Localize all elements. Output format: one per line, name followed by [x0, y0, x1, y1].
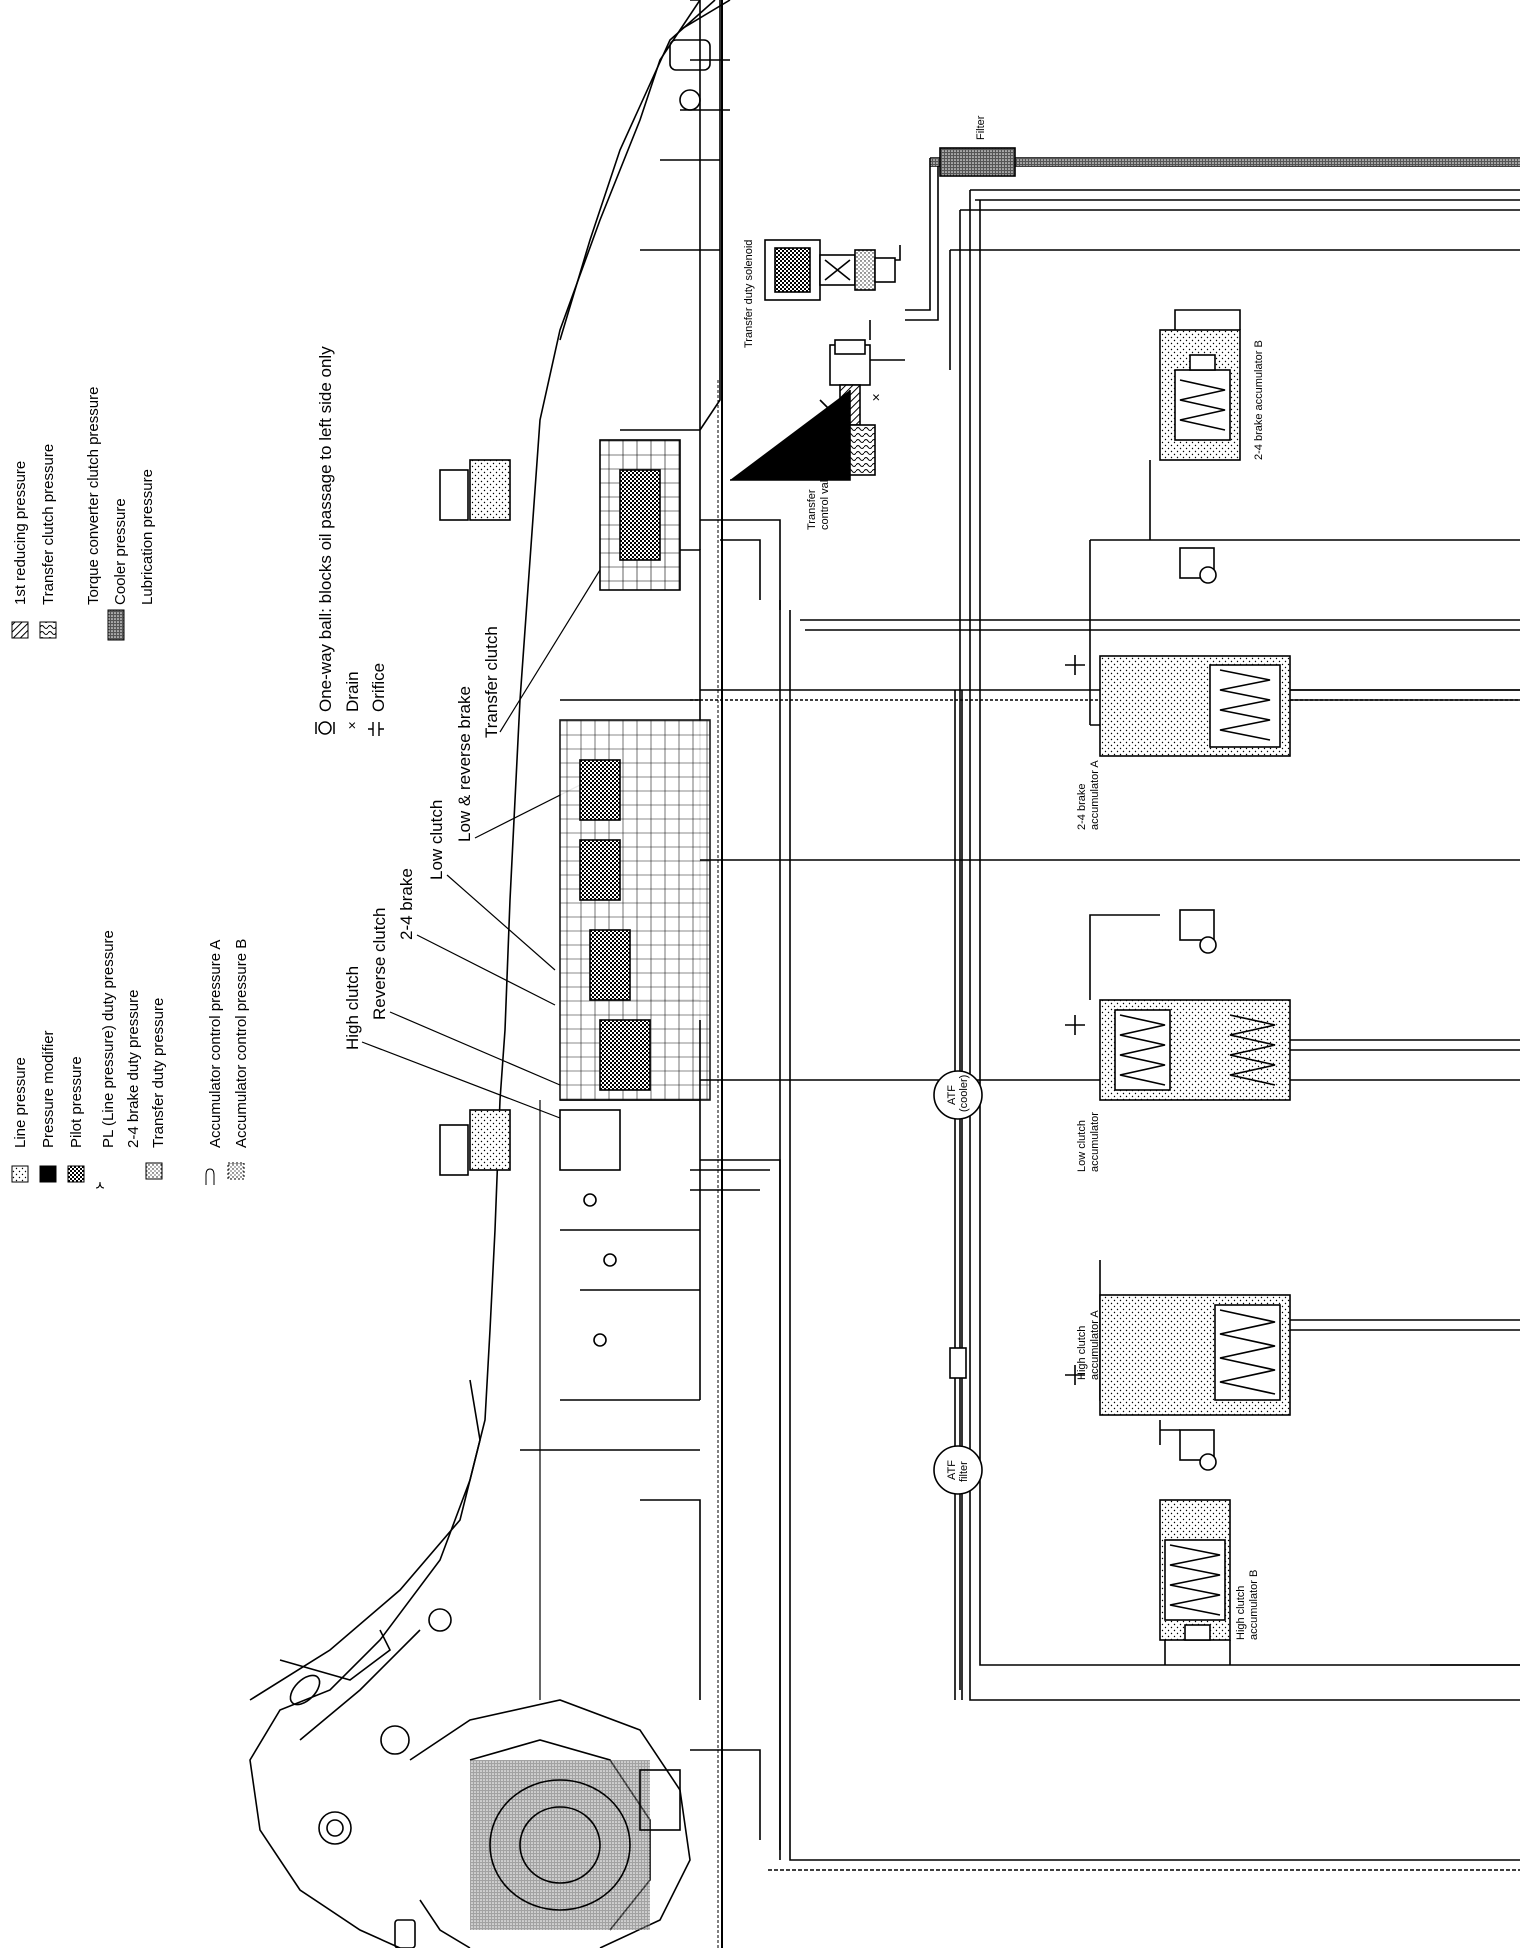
swatch-pl-duty-pressure	[145, 1162, 163, 1180]
atf-filter-icon	[933, 1445, 983, 1495]
label-brake-accum-a-2: accumulator A	[1089, 760, 1101, 830]
callout-low-clutch: Low clutch	[427, 800, 446, 880]
valves-accumulators: ×	[730, 239, 1520, 1665]
label-brake-accum-a-1: 2-4 brake	[1076, 784, 1088, 830]
legend-drain: Drain	[343, 671, 362, 712]
legend-transfer-clutch: Transfer clutch pressure	[40, 444, 57, 605]
label-high-clutch-accum-b-2: accumulator B	[1248, 1570, 1260, 1640]
legend-first-reducing: 1st reducing pressure	[12, 461, 29, 605]
legend-pressure-modifier: Pressure modifier	[40, 1030, 57, 1148]
label-transfer-duty-solenoid: Transfer duty solenoid	[743, 240, 755, 348]
callout-high-clutch: High clutch	[343, 966, 362, 1050]
one-way-ball-2-icon	[1179, 909, 1217, 954]
brake-accumulator-a-icon	[1065, 655, 1520, 757]
label-low-clutch-accum-2: accumulator	[1089, 1112, 1101, 1172]
transmission-cross-section	[249, 0, 731, 1948]
legend-transfer-duty: Transfer duty pressure	[150, 998, 167, 1148]
orifice-icon	[368, 722, 384, 736]
low-clutch-accumulator-icon	[1065, 914, 1520, 1101]
legend-accum-control-a: Accumulator control pressure A	[207, 940, 224, 1148]
drain-mark-icon: ×	[872, 389, 880, 405]
legend-accum-control-b: Accumulator control pressure B	[233, 939, 250, 1148]
label-high-clutch-accum-b-1: High clutch	[1235, 1586, 1247, 1640]
label-transfer-control-2: control valve	[819, 468, 831, 530]
transfer-duty-solenoid-icon	[764, 239, 896, 301]
drain-icon: ×	[348, 717, 356, 733]
legend-2-4-brake-duty: 2-4 brake duty pressure	[125, 990, 142, 1148]
swatch-accumulator-control	[227, 1162, 245, 1180]
swatch-pressure-modifier	[39, 1165, 57, 1183]
legend: Line pressure Pressure modifier Pilot pr…	[11, 346, 388, 1189]
label-atf-cooler-1: ATF	[946, 1085, 958, 1105]
label-atf-cooler-2: (cooler)	[958, 1075, 970, 1112]
label-high-clutch-accum-a-2: accumulator A	[1089, 1310, 1101, 1380]
label-transfer-control-1: Transfer	[806, 489, 818, 530]
callout-2-4-brake: 2-4 brake	[397, 868, 416, 940]
label-atf-filter-1: ATF	[946, 1460, 958, 1480]
callout-transfer-clutch: Transfer clutch	[482, 626, 501, 738]
brace-duty-group-icon	[95, 1181, 105, 1189]
brake-accumulator-b-icon	[1149, 309, 1241, 540]
filter-icon	[939, 147, 1016, 177]
label-atf-filter-2: filter	[958, 1461, 970, 1482]
legend-cooler-pressure: Cooler pressure	[112, 498, 129, 605]
atf-cooler-icon	[933, 1070, 983, 1120]
one-way-ball-3-icon	[1179, 1429, 1217, 1471]
legend-torque-converter: Torque converter clutch pressure	[85, 387, 102, 605]
legend-lubrication: Lubrication pressure	[139, 469, 156, 605]
brace-accum-group-icon	[205, 1168, 215, 1185]
callout-reverse-clutch: Reverse clutch	[370, 908, 389, 1020]
one-way-ball-1-icon	[1179, 547, 1217, 584]
swatch-transfer-clutch	[39, 621, 57, 639]
legend-one-way-ball: One-way ball: blocks oil passage to left…	[316, 346, 335, 712]
legend-pl-duty-pressure: PL (Line pressure) duty pressure	[100, 930, 117, 1148]
label-brake-accum-b: 2-4 brake accumulator B	[1253, 340, 1265, 460]
circuit-lines	[690, 0, 1520, 1948]
swatch-first-reducing	[11, 621, 29, 639]
component-labels: Filter Transfer duty solenoid Transfer c…	[743, 115, 1265, 1640]
transfer-control-valve-icon	[730, 339, 905, 481]
high-clutch-accumulator-b-icon	[1159, 1499, 1231, 1665]
callouts: High clutch Reverse clutch 2-4 brake Low…	[343, 569, 601, 1119]
swatch-pilot-pressure	[67, 1165, 85, 1183]
label-filter: Filter	[975, 115, 987, 140]
legend-line-pressure: Line pressure	[12, 1057, 29, 1148]
callout-low-reverse-brake: Low & reverse brake	[455, 686, 474, 842]
legend-orifice: Orifice	[369, 663, 388, 712]
swatch-line-pressure	[11, 1165, 29, 1183]
one-way-ball-icon	[315, 721, 335, 735]
swatch-cooler-group	[107, 609, 125, 641]
label-low-clutch-accum-1: Low clutch	[1076, 1120, 1088, 1172]
high-clutch-accumulator-a-icon	[1065, 1294, 1520, 1416]
label-high-clutch-accum-a-1: High clutch	[1076, 1326, 1088, 1380]
legend-pilot-pressure: Pilot pressure	[68, 1056, 85, 1148]
inline-fitting-icon	[949, 1347, 967, 1379]
